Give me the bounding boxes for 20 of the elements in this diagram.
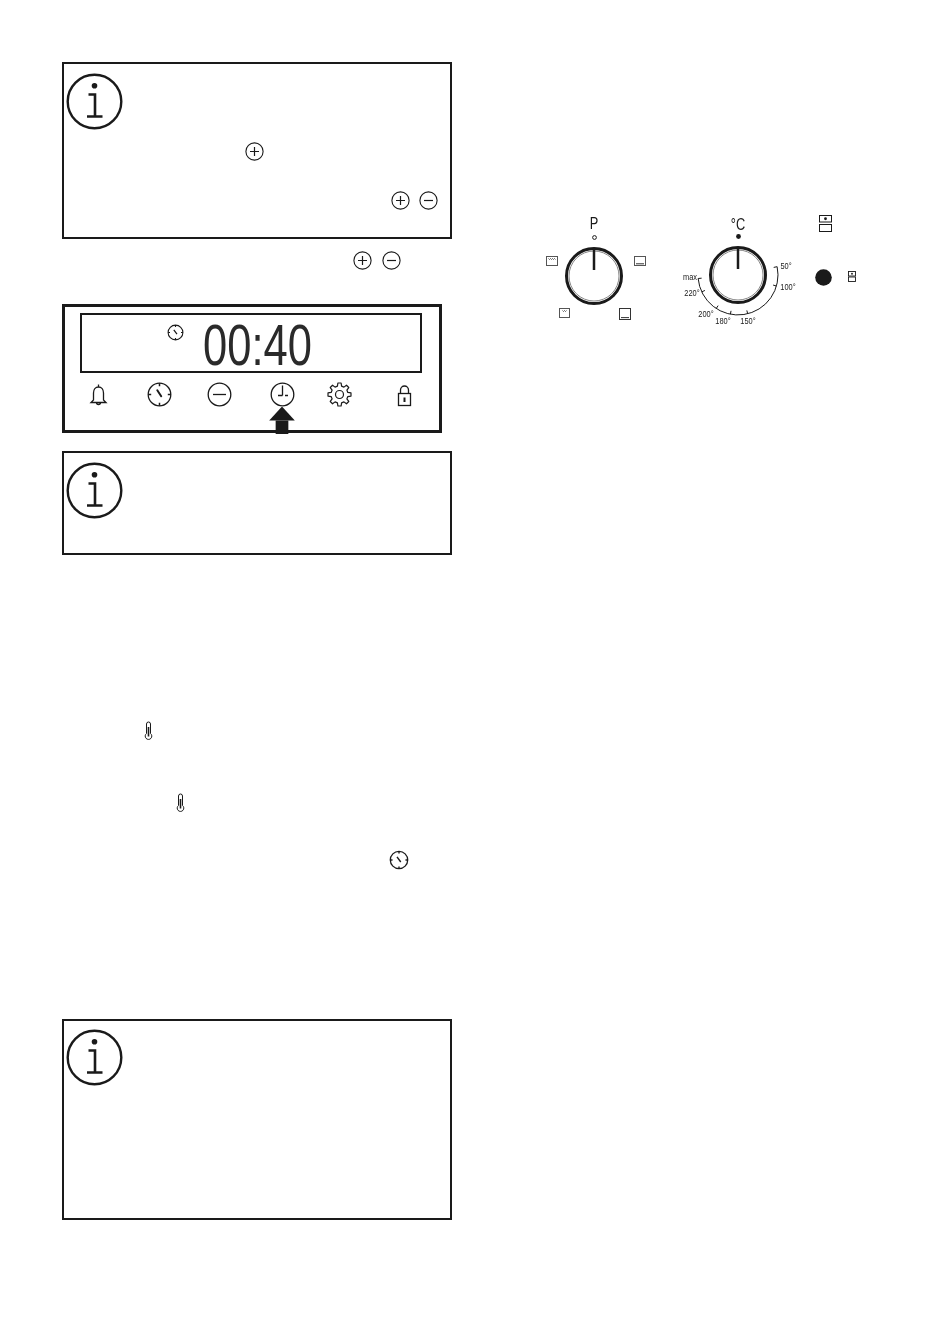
- control-panel: [62, 304, 442, 433]
- clock-icon: [147, 381, 172, 407]
- scale-label: 150°: [740, 316, 756, 326]
- scale-label: 50°: [780, 261, 792, 271]
- scale-label: max: [683, 272, 697, 282]
- time-readout: 00:40: [202, 320, 312, 369]
- arrow: [269, 406, 295, 434]
- minus-icon: [207, 381, 232, 407]
- unit-label: °C: [730, 217, 746, 233]
- knob-label: P: [589, 216, 599, 232]
- info-box: [62, 451, 452, 555]
- gear-icon: [327, 381, 352, 407]
- display-screen: [80, 313, 422, 373]
- info-box: [62, 1019, 452, 1220]
- scale-label: 100°: [780, 282, 796, 292]
- scale-label: 200°: [698, 309, 714, 319]
- info-box: [62, 62, 452, 239]
- timer-icon: [269, 381, 295, 407]
- scale-label: 220°: [683, 287, 700, 298]
- scale-label: 180°: [715, 316, 731, 326]
